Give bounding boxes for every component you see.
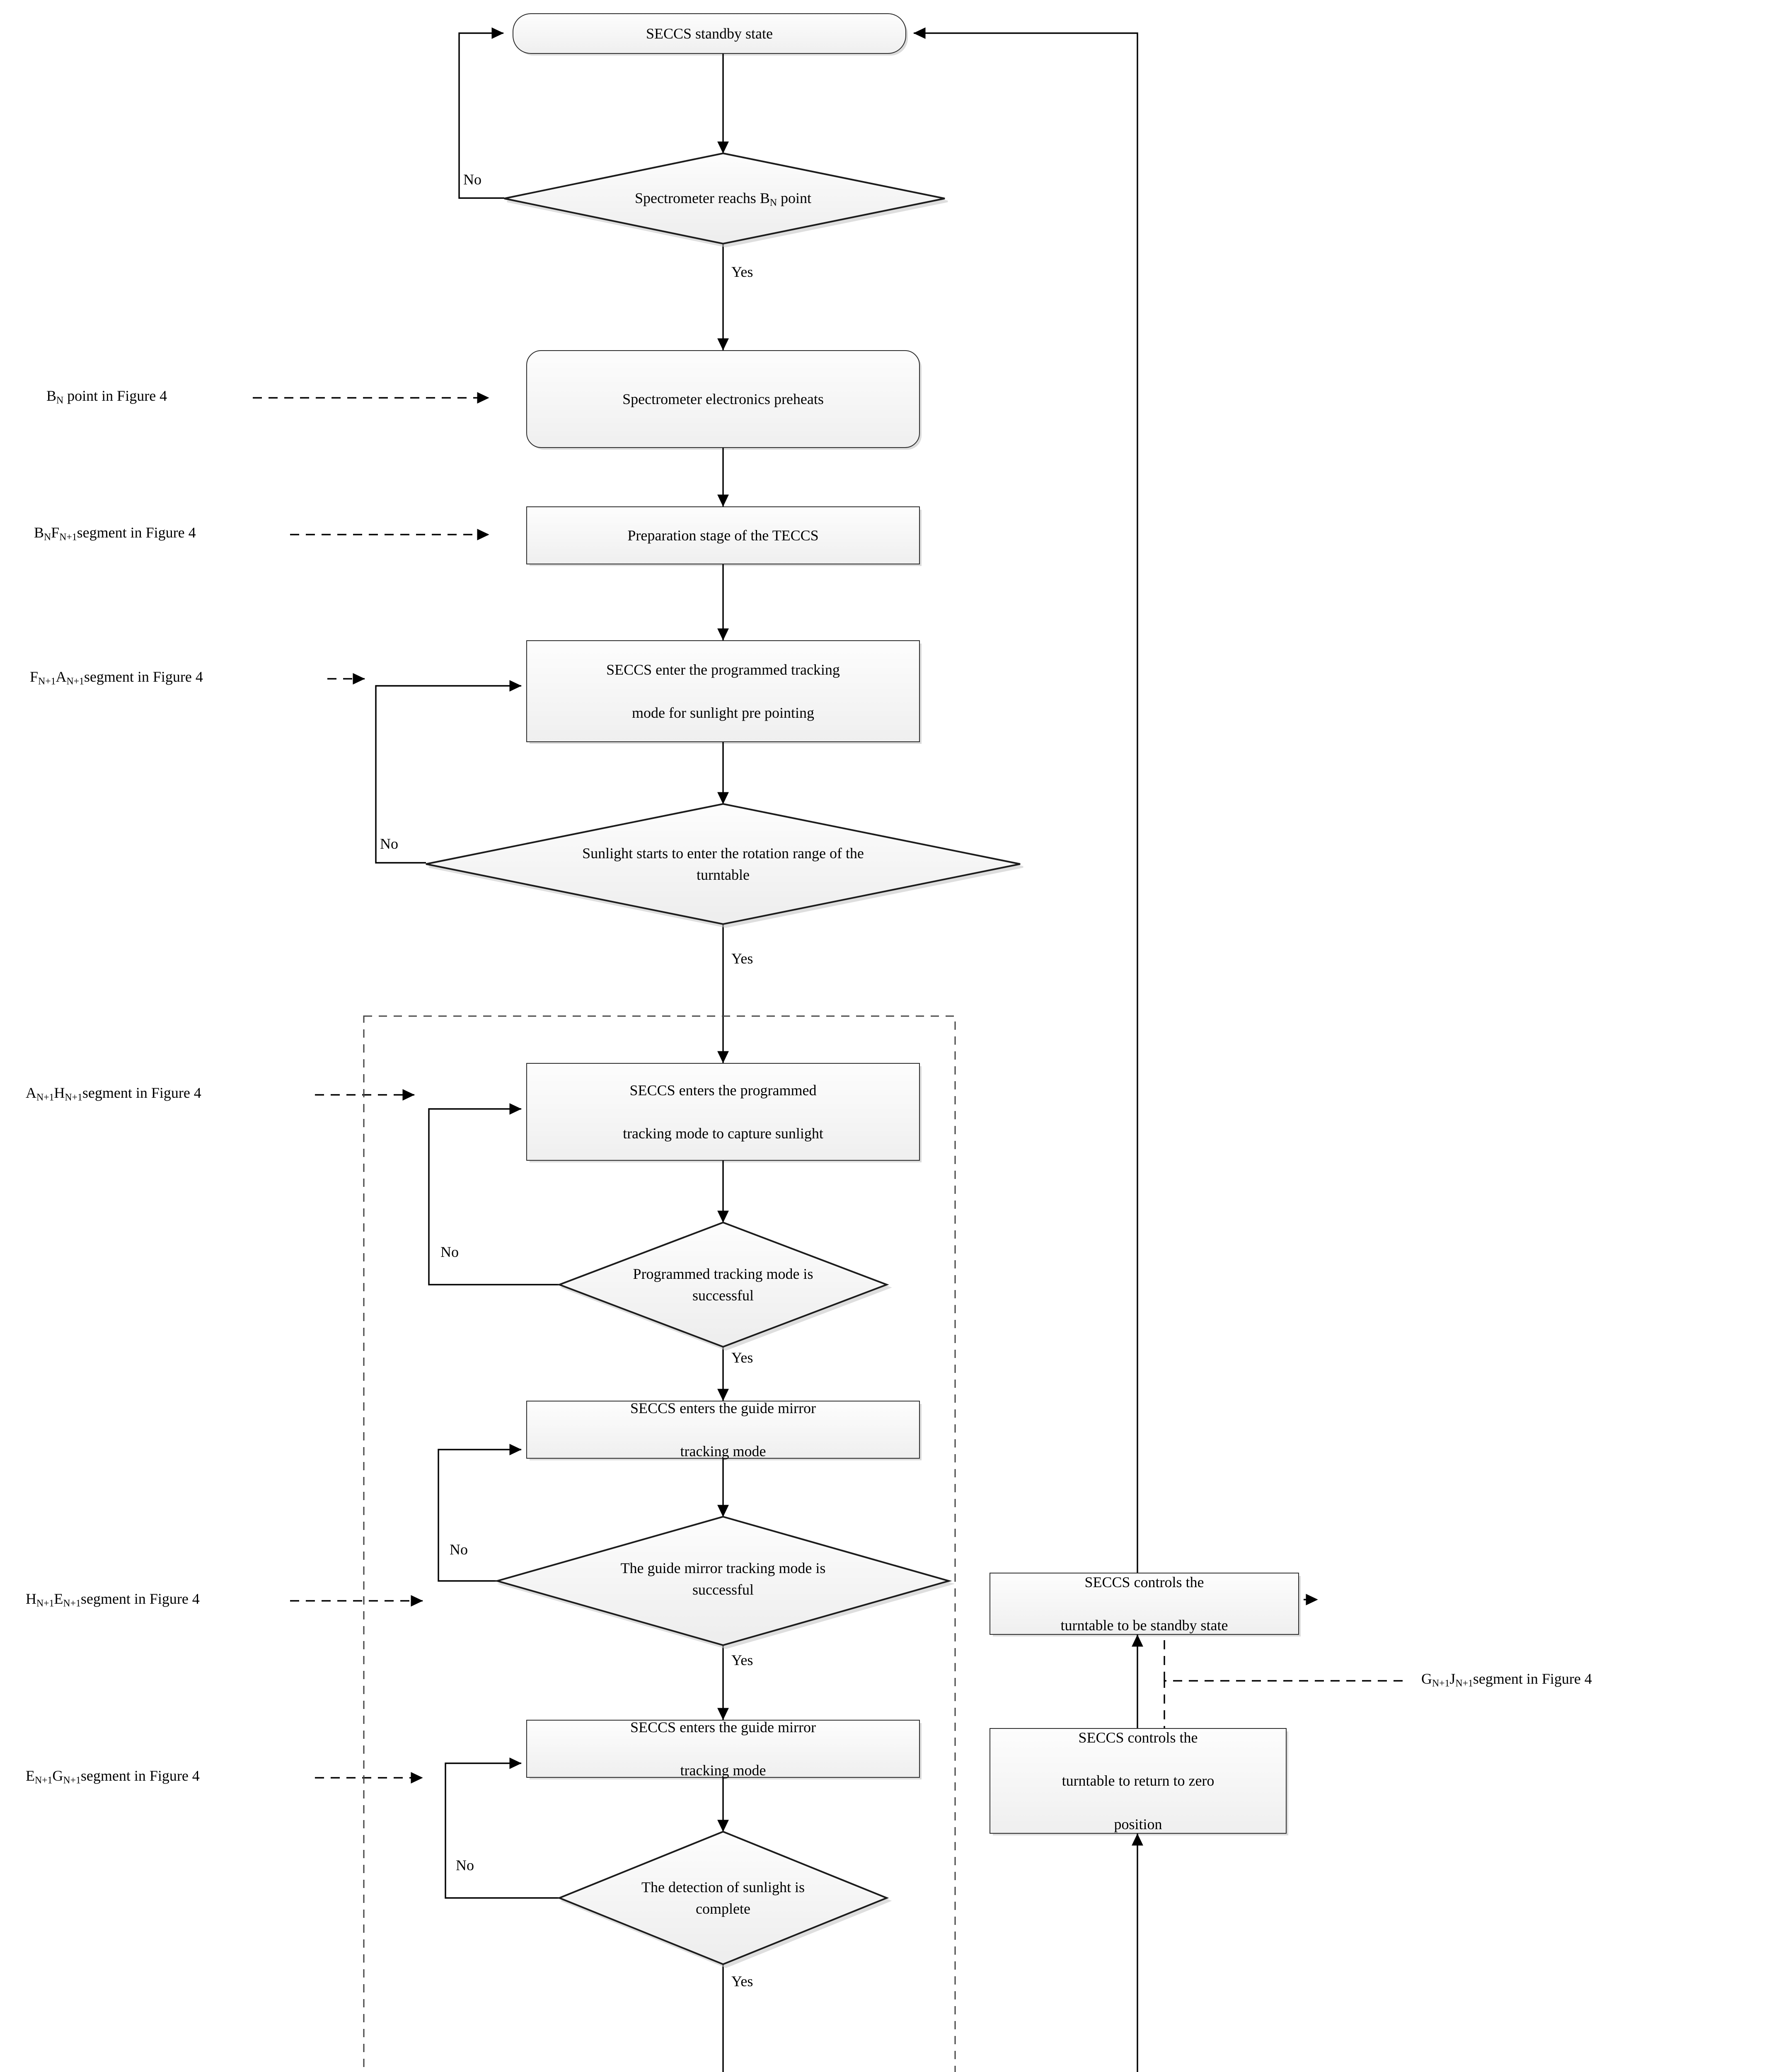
node-turntable-zero-position[interactable]: SECCS controls the turntable to return t…	[990, 1728, 1287, 1834]
group-box	[363, 1015, 956, 2072]
node-prepointing-label: SECCS enter the programmed tracking mode…	[606, 661, 840, 721]
node-preparation-teccs[interactable]: Preparation stage of the TECCS	[526, 506, 920, 564]
decision-bn-label: Spectrometer reachs BN point	[634, 190, 812, 209]
edge-label-yes-3: Yes	[731, 1349, 753, 1366]
node-guide1-label: SECCS enters the guide mirror tracking m…	[630, 1399, 816, 1460]
decision-detect-label: The detection of sunlight is complete	[641, 1878, 805, 1917]
node-capture-sunlight[interactable]: SECCS enters the programmed tracking mod…	[526, 1063, 920, 1161]
node-guide-mirror-tracking-1[interactable]: SECCS enters the guide mirror tracking m…	[526, 1400, 920, 1460]
node-capture-label: SECCS enters the programmed tracking mod…	[623, 1082, 823, 1142]
edge-label-no-3: No	[440, 1244, 459, 1260]
node-guide-mirror-tracking-2[interactable]: SECCS enters the guide mirror tracking m…	[526, 1719, 920, 1779]
node-pre-pointing[interactable]: SECCS enter the programmed tracking mode…	[526, 640, 920, 742]
decision-spectrometer-reaches-bn[interactable]: Spectrometer reachs BN point	[535, 178, 912, 220]
edge-label-no-5: No	[456, 1857, 474, 1874]
decision-programmed-tracking-successful[interactable]: Programmed tracking mode is successful	[580, 1251, 866, 1318]
edge-label-no-1: No	[463, 171, 481, 188]
edge-label-yes-1: Yes	[731, 264, 753, 280]
edge-label-yes-2: Yes	[731, 950, 753, 967]
annotation-an1-hn1-segment: AN+1HN+1segment in Figure 4	[26, 1084, 201, 1103]
node-turntable-zero-label: SECCS controls the turntable to return t…	[1062, 1729, 1215, 1832]
decision-sunlight-range-label: Sunlight starts to enter the rotation ra…	[582, 845, 864, 883]
edge-label-no-2: No	[380, 835, 398, 852]
node-spectrometer-preheat[interactable]: Spectrometer electronics preheats	[526, 350, 920, 448]
node-guide2-label: SECCS enters the guide mirror tracking m…	[630, 1719, 816, 1779]
node-turntable-standby[interactable]: SECCS controls the turntable to be stand…	[990, 1573, 1299, 1635]
decision-prog-success-label: Programmed tracking mode is successful	[633, 1265, 813, 1304]
decision-guide-mirror-successful[interactable]: The guide mirror tracking mode is succes…	[526, 1546, 920, 1612]
annotation-en1-gn1-segment: EN+1GN+1segment in Figure 4	[26, 1767, 200, 1786]
annotation-gn1-jn1-segment: GN+1JN+1segment in Figure 4	[1421, 1670, 1592, 1689]
annotation-hn1-en1-segment: HN+1EN+1segment in Figure 4	[26, 1590, 200, 1609]
node-prep-label: Preparation stage of the TECCS	[627, 527, 819, 544]
edge-label-yes-4: Yes	[731, 1652, 753, 1668]
edge-label-no-4: No	[450, 1541, 468, 1558]
decision-detection-complete[interactable]: The detection of sunlight is complete	[580, 1865, 866, 1931]
node-standby-label: SECCS standby state	[646, 25, 773, 42]
annotation-bn-point: BN point in Figure 4	[46, 387, 167, 406]
node-seccs-standby-state[interactable]: SECCS standby state	[513, 13, 906, 54]
annotation-fn1-an1-segment: FN+1AN+1segment in Figure 4	[30, 668, 203, 687]
decision-guide-success-label: The guide mirror tracking mode is succes…	[620, 1559, 826, 1598]
decision-sunlight-enters-rotation-range[interactable]: Sunlight starts to enter the rotation ra…	[472, 829, 974, 899]
node-preheat-label: Spectrometer electronics preheats	[622, 390, 824, 407]
edge-label-yes-5: Yes	[731, 1973, 753, 1990]
node-turntable-standby-label: SECCS controls the turntable to be stand…	[1060, 1573, 1228, 1634]
annotation-bn-fn1-segment: BNFN+1segment in Figure 4	[34, 524, 196, 543]
